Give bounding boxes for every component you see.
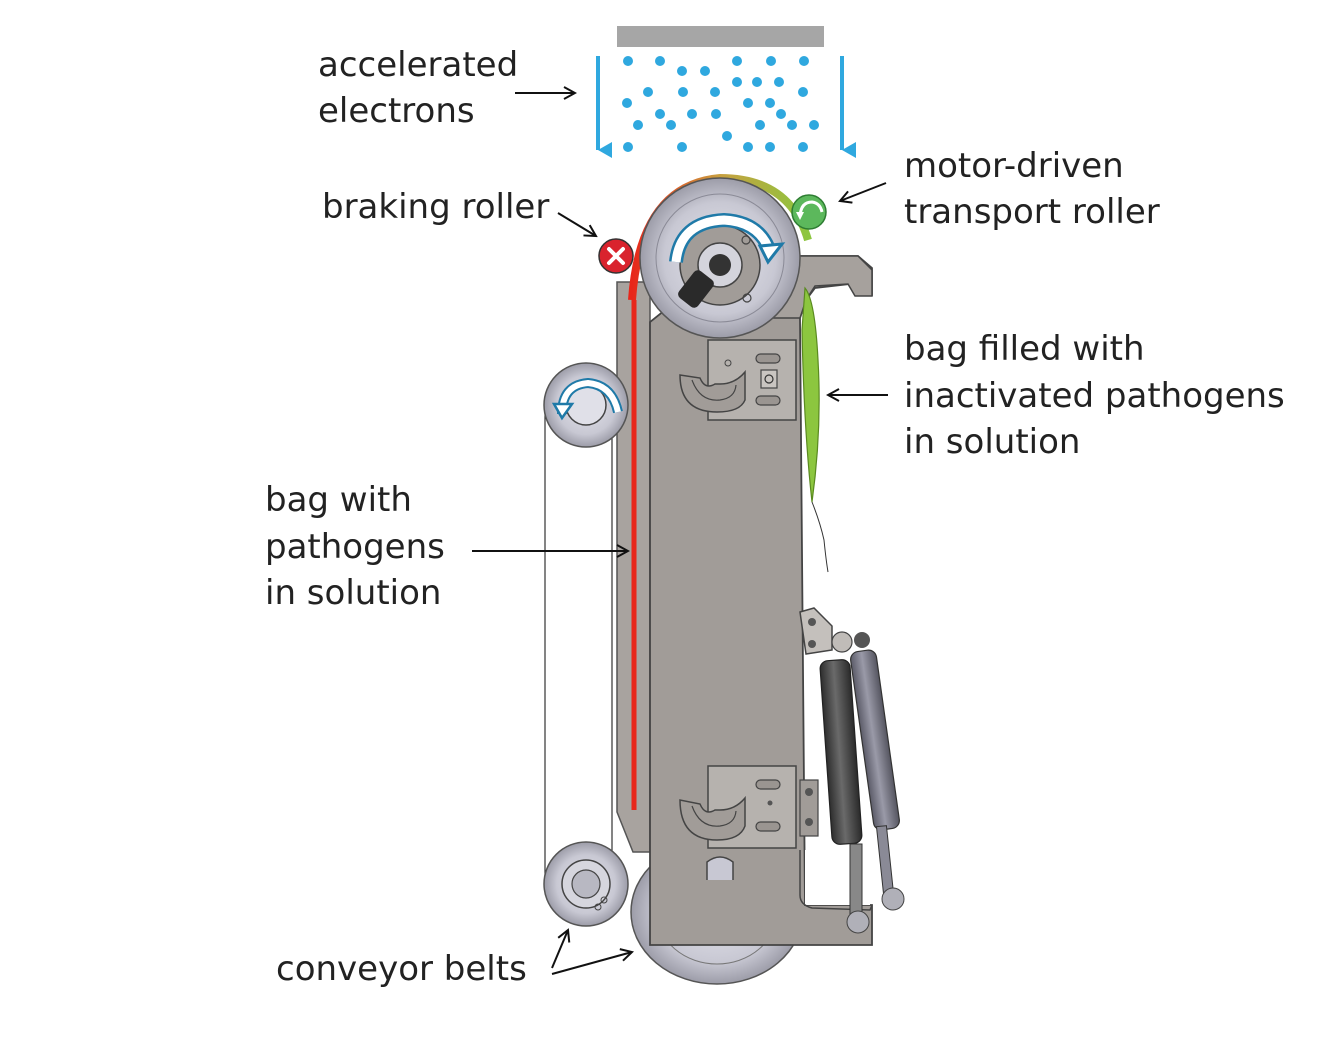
label-bag-filled-1: bag filled with <box>904 329 1145 369</box>
label-bag-pathogens-1: bag with <box>265 480 412 520</box>
pointer-arrows <box>472 93 888 975</box>
arrow-braking <box>557 212 596 236</box>
upper-bracket <box>679 339 797 421</box>
electron-dots <box>622 56 819 152</box>
motor-icon <box>791 194 827 230</box>
label-braking-roller: braking roller <box>322 187 549 227</box>
gas-springs <box>799 607 905 934</box>
label-accelerated-electrons-1: accelerated <box>318 45 518 85</box>
label-motor-roller-2: transport roller <box>904 192 1160 232</box>
bottom-slot <box>706 856 734 880</box>
shaft-coupling <box>678 270 714 308</box>
bottom-left-roller <box>543 841 629 927</box>
brake-icon <box>598 238 634 274</box>
label-bag-pathogens-2: pathogens <box>265 527 445 567</box>
arrow-belt-1 <box>551 930 568 969</box>
label-bag-pathogens-3: in solution <box>265 573 441 613</box>
arrow-motor <box>840 182 887 201</box>
label-bag-filled-3: in solution <box>904 422 1080 462</box>
labels: accelerated electrons braking roller mot… <box>265 45 1285 989</box>
electron-source <box>596 26 856 158</box>
lower-bracket <box>679 765 819 849</box>
emitter-plate <box>617 26 824 47</box>
top-roller <box>628 173 812 339</box>
bag-filled-inactivated <box>801 286 820 503</box>
conveyor-belt-left <box>544 378 613 885</box>
label-conveyor-belts: conveyor belts <box>276 949 527 989</box>
label-motor-roller-1: motor-driven <box>904 146 1124 186</box>
arrow-belt-2 <box>551 952 632 975</box>
machine-frame <box>616 255 873 985</box>
left-idler-roller <box>543 362 629 448</box>
bag-tail <box>811 501 829 573</box>
label-accelerated-electrons-2: electrons <box>318 91 475 131</box>
label-bag-filled-2: inactivated pathogens <box>904 376 1285 416</box>
